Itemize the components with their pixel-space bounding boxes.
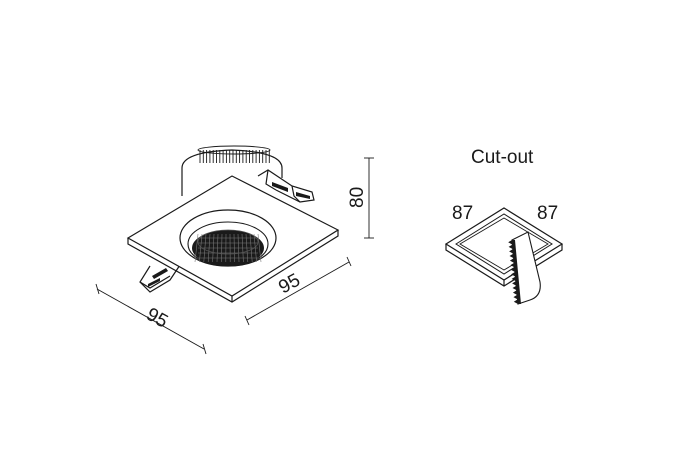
spring-clip-right — [257, 169, 315, 203]
spring-clip-left — [139, 261, 183, 293]
cutout-dimension-left: 87 — [452, 203, 473, 224]
cutout-title: Cut-out — [471, 147, 534, 168]
downlight-fixture — [126, 145, 340, 303]
lamp-opening — [179, 209, 277, 267]
cutout-diagram: Cut-out 87 87 — [444, 147, 564, 305]
dimension-width-left: 95 — [95, 283, 207, 355]
dimension-height: 80 — [347, 157, 374, 239]
dimension-label-height: 80 — [347, 187, 368, 208]
dimension-label-width-right: 95 — [275, 270, 304, 299]
heat-sink — [181, 145, 283, 196]
saw-icon — [508, 231, 541, 305]
cutout-dimension-right: 87 — [537, 203, 558, 224]
